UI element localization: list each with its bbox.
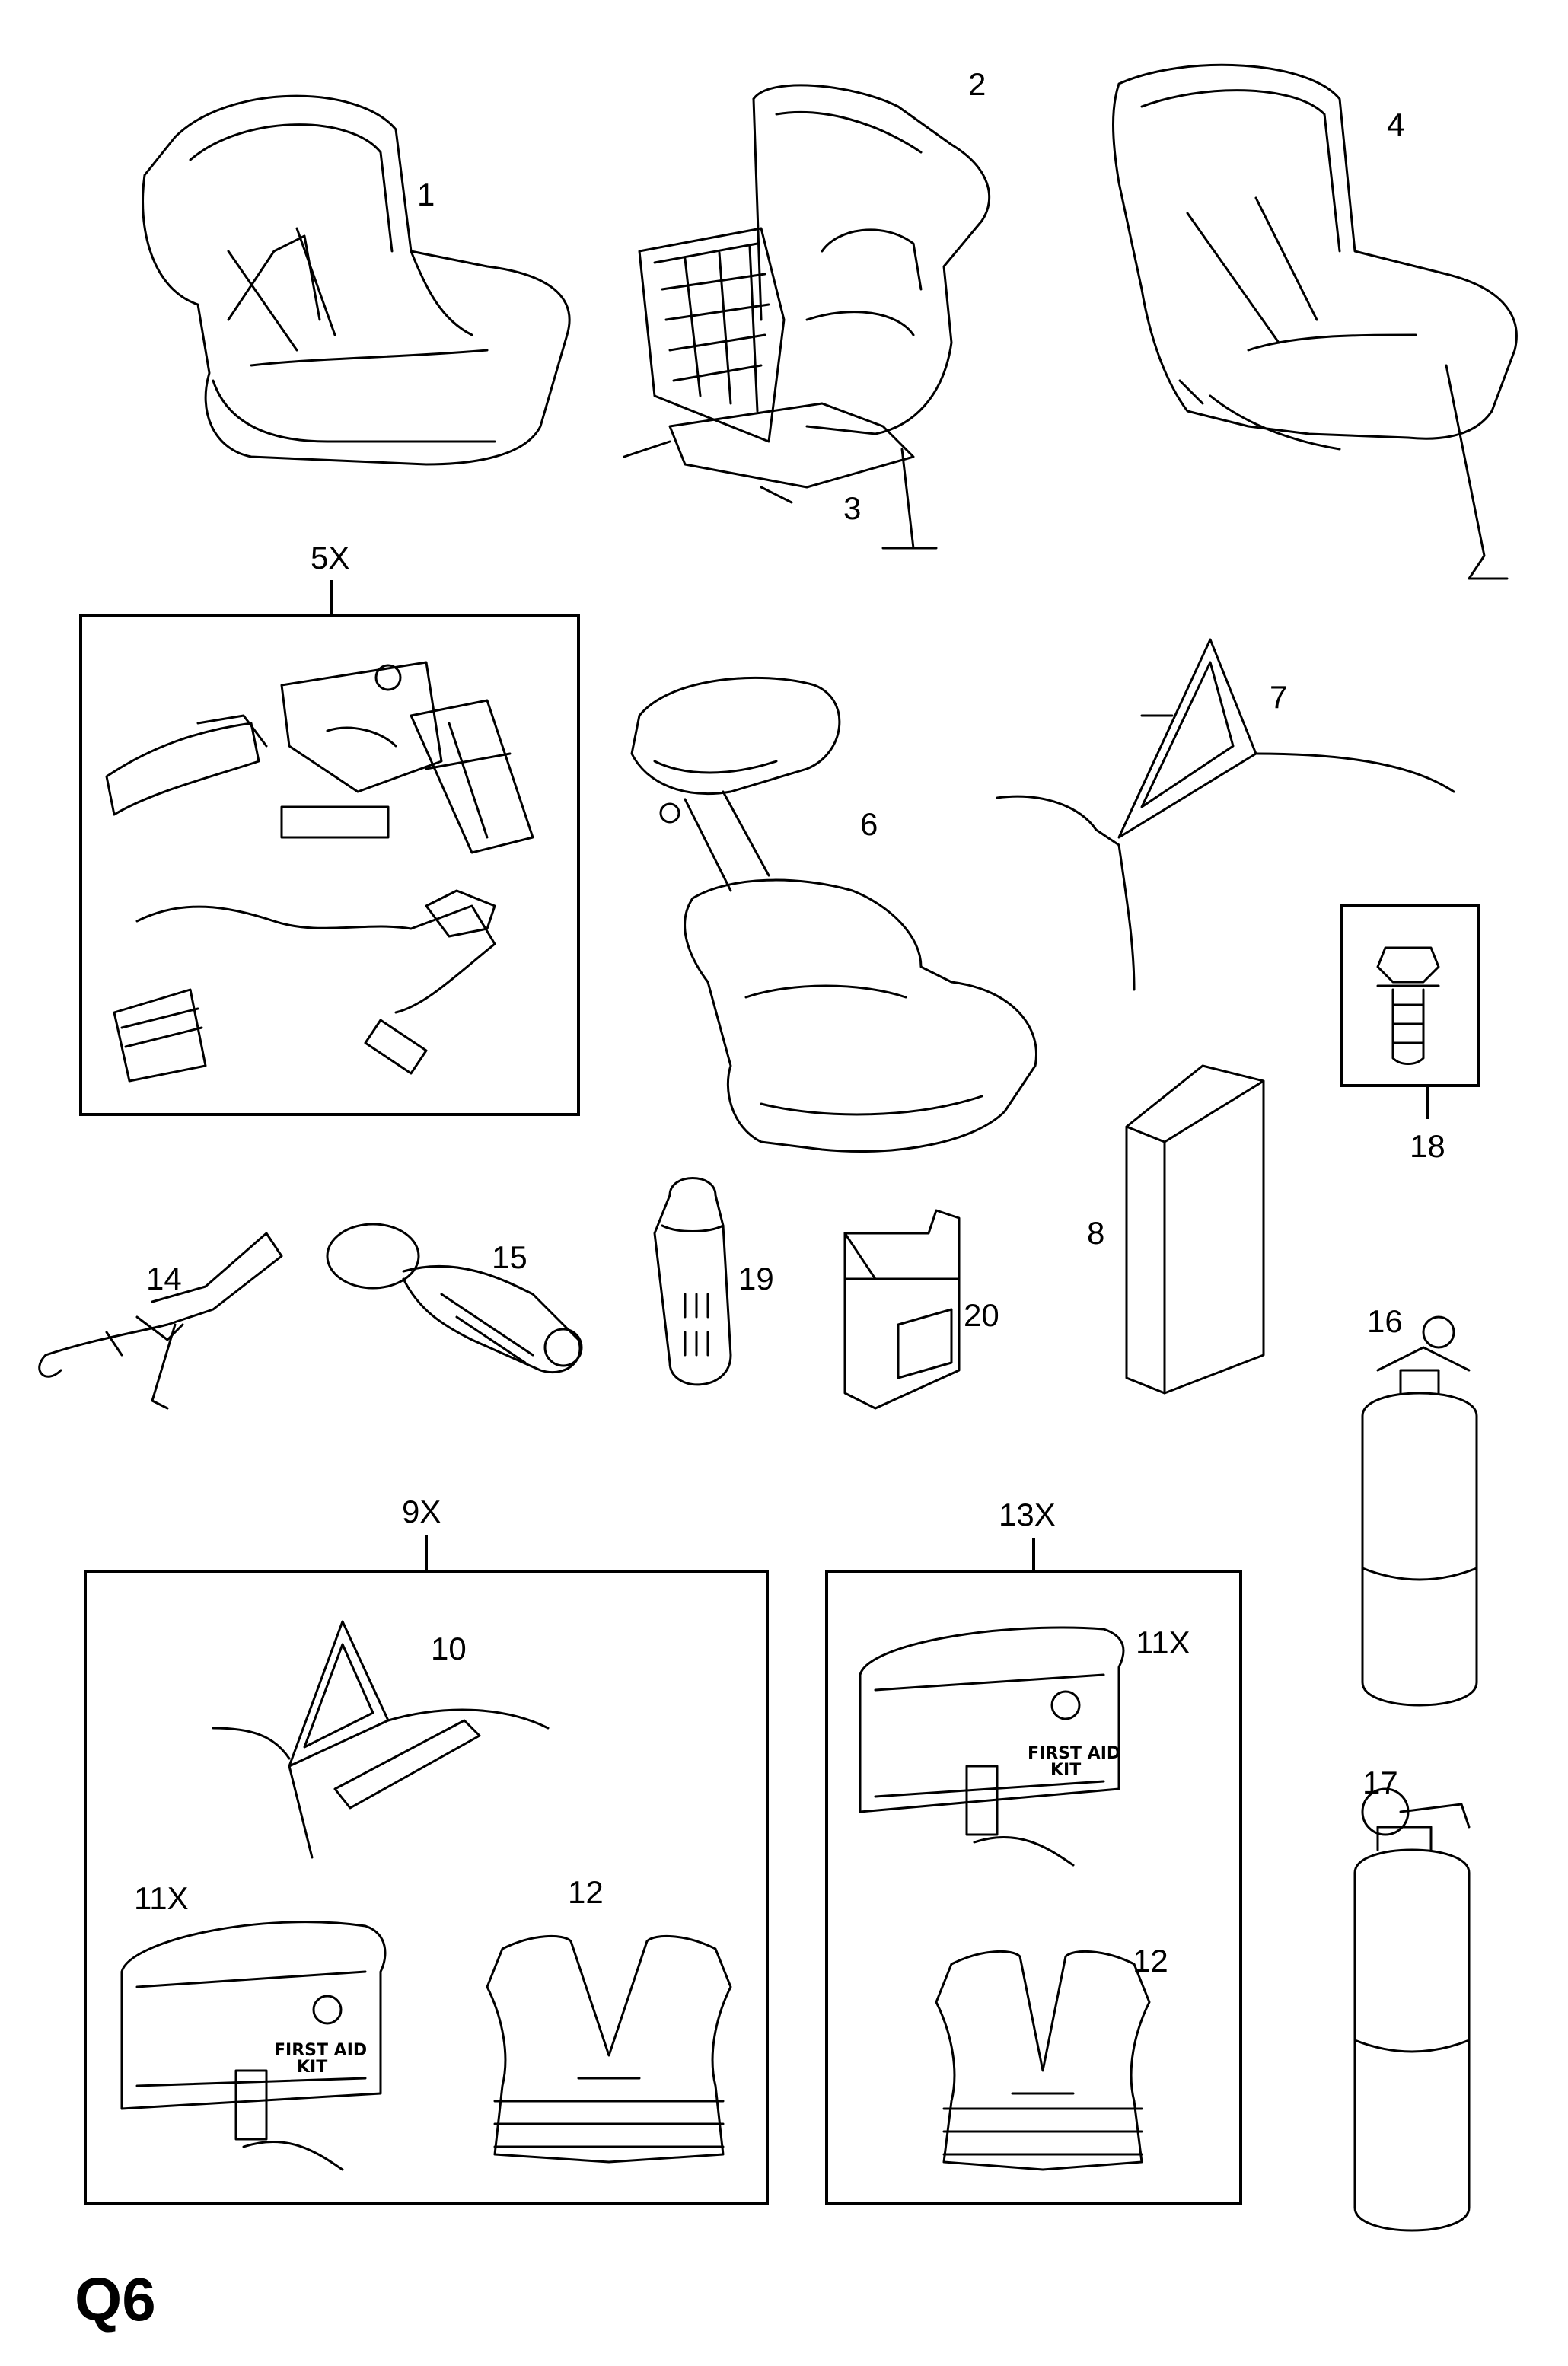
part-20-box [843,1209,961,1410]
box-18 [1340,904,1480,1087]
kit-text-b-line1: FIRST AID [1028,1744,1120,1763]
part-18-bolt [1376,946,1440,1065]
part-3-isofix-base [623,227,938,550]
part-12-safety-vest-b [935,1950,1151,2171]
part-11x-first-aid-kit-a [120,1921,387,2171]
box-13x [825,1570,1242,2205]
box-5x [79,614,580,1116]
part-17-fire-extinguisher [1353,1787,1471,2232]
callout-9x: 9X [402,1494,441,1529]
callout-11x-a: 11X [134,1880,189,1916]
callout-12-b: 12 [1133,1943,1168,1979]
callout-1: 1 [417,177,435,212]
callout-17: 17 [1362,1765,1398,1800]
callout-3: 3 [843,490,861,526]
kit-text-a-line1: FIRST AID [274,2041,367,2060]
part-4-child-seat [1112,63,1518,580]
callout-13x: 13X [999,1497,1056,1532]
part-15-keyring-tool [326,1223,583,1374]
sheet-label: Q6 [75,2266,156,2333]
callout-7: 7 [1270,679,1287,715]
part-5x-contents [105,661,534,1083]
callout-11x-b: 11X [1136,1625,1190,1660]
callout-20: 20 [964,1297,999,1333]
callout-10: 10 [431,1631,467,1666]
part-11x-first-aid-kit-b [859,1626,1125,1867]
callout-4: 4 [1387,107,1404,142]
callout-19: 19 [738,1261,774,1296]
part-12-safety-vest-a [486,1934,732,2164]
callout-5x: 5X [311,540,349,576]
kit-text-a-line2: KIT [297,2058,327,2077]
kit-text-b-line2: KIT [1050,1761,1081,1780]
callout-2: 2 [968,66,986,102]
part-1-infant-carrier [142,94,571,466]
part-10-triangle-set [212,1620,550,1859]
part-2-seat-on-base [752,84,991,435]
part-7-warning-triangle [996,638,1455,991]
callout-6: 6 [860,806,878,842]
callout-8: 8 [1087,1215,1104,1251]
part-16-fire-extinguisher [1361,1315,1478,1707]
part-14-strap [38,1232,283,1410]
callout-12-a: 12 [568,1874,604,1910]
part-6-booster-seat [630,676,1037,1153]
callout-18: 18 [1410,1128,1445,1164]
part-8-block [1125,1064,1265,1395]
callout-14: 14 [146,1261,182,1296]
callout-15: 15 [492,1239,527,1275]
box-9x [84,1570,769,2205]
callout-16: 16 [1367,1303,1403,1339]
part-19-torch [653,1177,732,1386]
